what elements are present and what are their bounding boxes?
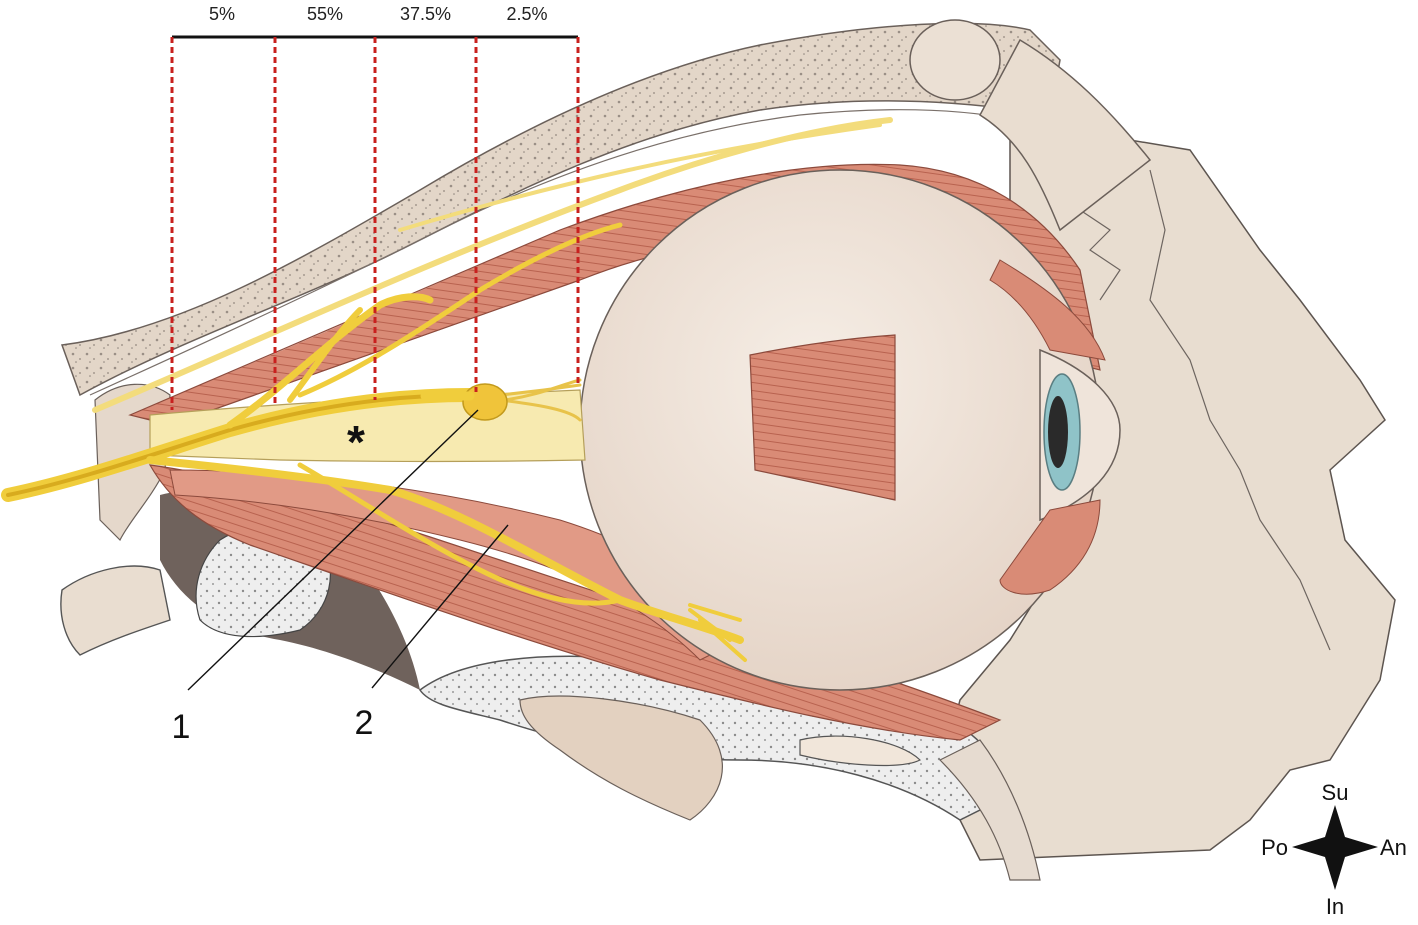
compass-posterior: Po <box>1261 835 1288 860</box>
maxillary-sinus <box>519 695 723 821</box>
segment-labels: 5% 55% 37.5% 2.5% <box>209 4 548 24</box>
optic-nerve-marker: * <box>347 416 365 468</box>
compass-star-icon <box>1292 805 1378 890</box>
segment-label-1: 5% <box>209 4 235 24</box>
bone-suture-line-2 <box>1079 209 1121 301</box>
floor-lower-bone <box>938 739 1041 881</box>
segment-guide-lines <box>170 37 580 410</box>
optic-canal-bone <box>60 565 171 656</box>
callout-1-leader <box>187 409 479 691</box>
bone-suture-line <box>1149 169 1331 651</box>
orientation-compass: Su In Po An <box>1261 780 1407 919</box>
supraorbital-rim <box>979 38 1152 232</box>
inferior-muscle-insertion <box>999 499 1101 595</box>
lateral-rectus-stump <box>749 334 896 501</box>
compass-superior: Su <box>1322 780 1349 805</box>
callout-2-leader <box>371 524 509 689</box>
roof-inner-edge <box>89 109 1041 396</box>
frontal-bone-process <box>909 19 1001 101</box>
compass-anterior: An <box>1380 835 1407 860</box>
callout-2-label: 2 <box>355 704 374 742</box>
segment-label-4: 2.5% <box>506 4 547 24</box>
nerve-branches <box>1 117 893 662</box>
pupil <box>1048 396 1068 468</box>
compass-inferior: In <box>1326 894 1344 919</box>
segment-label-3: 37.5% <box>400 4 451 24</box>
superior-muscle-insertion <box>989 259 1106 361</box>
callout-1-label: 1 <box>172 708 191 746</box>
segment-label-2: 55% <box>307 4 343 24</box>
ciliary-ganglion <box>462 383 508 421</box>
nasolacrimal-canal <box>799 735 922 767</box>
